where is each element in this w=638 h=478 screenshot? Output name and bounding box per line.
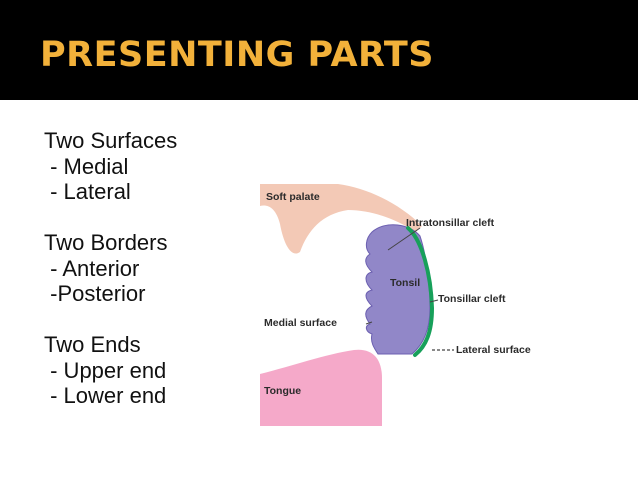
- presenting-parts-list: Two Surfaces - Medial - Lateral Two Bord…: [44, 128, 259, 409]
- ends-item-upper: - Upper end: [44, 357, 167, 383]
- leader-line-tonsillar-cleft: [429, 299, 439, 303]
- slide-title: PRESENTING PARTS: [40, 35, 435, 75]
- lateral-surface-band: [406, 226, 435, 357]
- surfaces-item-lateral: - Lateral: [44, 179, 131, 204]
- surfaces-heading: Two Surfaces: [44, 128, 178, 153]
- tongue-shape: [260, 349, 382, 426]
- leader-line-intratonsillar-cleft: [387, 227, 421, 251]
- spacer: [44, 307, 259, 333]
- label-medial-surface: Medial surface: [264, 317, 337, 329]
- surfaces-item-medial: - Medial: [44, 153, 129, 179]
- soft-palate-shape: [260, 184, 422, 254]
- label-lateral-surface: Lateral surface: [456, 344, 531, 356]
- borders-item-posterior: -Posterior: [44, 281, 146, 306]
- borders-heading: Two Borders: [44, 230, 168, 255]
- label-tonsillar-cleft: Tonsillar cleft: [438, 293, 506, 305]
- spacer: [44, 205, 259, 231]
- label-tongue: Tongue: [264, 385, 301, 397]
- label-intratonsillar-cleft: Intratonsillar cleft: [406, 217, 495, 229]
- tonsil-diagram-svg: Soft palate Intratonsillar cleft Tonsil …: [260, 184, 531, 426]
- borders-item-anterior: - Anterior: [44, 255, 140, 281]
- title-bar: PRESENTING PARTS: [0, 0, 638, 100]
- label-soft-palate: Soft palate: [266, 191, 320, 203]
- ends-item-lower: - Lower end: [44, 383, 167, 408]
- leader-line-medial-surface: [365, 321, 373, 325]
- label-tonsil: Tonsil: [390, 277, 420, 289]
- ends-heading: Two Ends: [44, 332, 141, 357]
- tonsil-diagram: Soft palate Intratonsillar cleft Tonsil …: [260, 178, 540, 426]
